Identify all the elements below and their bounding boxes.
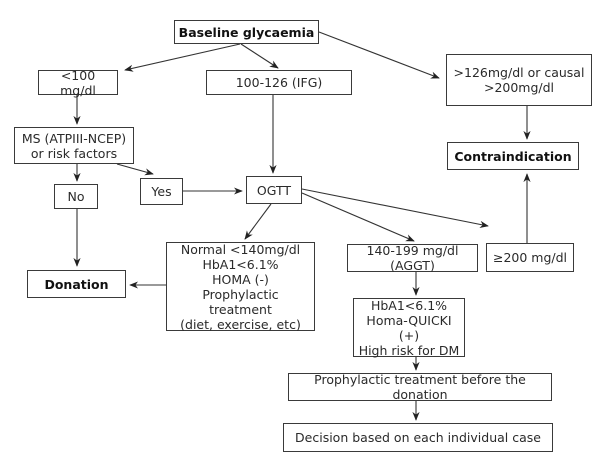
arrow-baseline-to-gt126 — [318, 31, 440, 79]
node-text-line: Contraindication — [454, 148, 572, 164]
node-text-line: Prophylactic treatment — [202, 286, 279, 317]
node-ogtt: OGTT — [246, 176, 302, 204]
node-text-line: <100 mg/dl — [60, 67, 96, 98]
node-donation: Donation — [27, 270, 126, 298]
node-text-line: Prophylactic treatment before the donati… — [314, 372, 526, 402]
node-text-line: MS (ATPIII-NCEP) — [21, 130, 127, 146]
node-ge200: ≥200 mg/dl — [486, 243, 574, 272]
node-lt100: <100 mg/dl — [38, 67, 118, 98]
node-no: No — [54, 184, 98, 209]
node-text-line: (diet, exercise, etc) — [180, 316, 301, 332]
node-text-line: Normal <140mg/dl — [180, 241, 301, 257]
node-text-line: OGTT — [256, 182, 292, 198]
node-text-line: HOMA (-) — [212, 271, 269, 287]
node-text-line: Yes — [151, 184, 172, 199]
node-contraindication: Contraindication — [447, 142, 579, 170]
arrow-ogtt-to-aggt — [301, 192, 415, 242]
node-gt126: >126mg/dl or causal>200mg/dl — [446, 54, 592, 106]
arrow-ogtt-to-ge200 — [301, 188, 489, 228]
node-metabolic-syndrome: MS (ATPIII-NCEP)or risk factors — [14, 127, 134, 164]
arrow-baseline-to-lt100 — [124, 43, 241, 72]
node-text-line: >126mg/dl or causal — [453, 65, 585, 80]
arrow-baseline-to-ifg — [240, 43, 279, 69]
arrow-ms-to-yes — [116, 163, 154, 176]
node-prophylactic-treatment: Prophylactic treatment before the donati… — [288, 372, 552, 402]
node-text-line: Homa-QUICKI (+) — [366, 312, 452, 343]
node-text-line: Donation — [44, 276, 109, 292]
node-text-line: >200mg/dl — [483, 80, 555, 95]
node-text-line: Decision based on each individual case — [295, 430, 541, 445]
node-aggt: 140-199 mg/dl (AGGT) — [347, 243, 478, 273]
node-hba1-high-risk: HbA1<6.1%Homa-QUICKI (+)High risk for DM — [353, 297, 465, 358]
node-text-line: HbA1<6.1% — [202, 256, 279, 272]
node-text-line: HbA1<6.1% — [370, 297, 448, 313]
node-individual-decision: Decision based on each individual case — [283, 423, 553, 452]
node-text-line: ≥200 mg/dl — [492, 250, 568, 265]
node-text-line: 100-126 (IFG) — [235, 75, 323, 90]
node-text-line: 140-199 mg/dl (AGGT) — [366, 243, 459, 273]
node-text-line: or risk factors — [30, 145, 118, 161]
node-baseline-glycaemia: Baseline glycaemia — [174, 20, 319, 44]
node-yes: Yes — [140, 178, 183, 205]
arrow-ogtt-to-normal — [244, 203, 272, 240]
node-text-line: High risk for DM — [358, 342, 460, 358]
node-ifg: 100-126 (IFG) — [206, 70, 352, 95]
node-text-line: No — [67, 189, 85, 204]
node-text-line: Baseline glycaemia — [178, 24, 315, 40]
